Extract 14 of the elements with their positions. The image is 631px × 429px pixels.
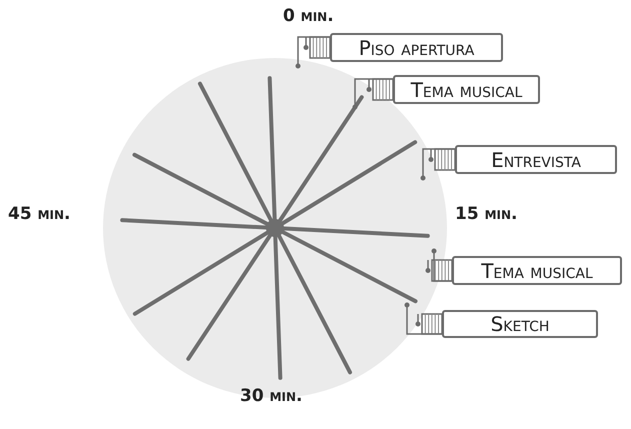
leader-line (296, 36, 331, 68)
label-box: Tema musical (452, 256, 622, 285)
time-label: 15 min. (455, 204, 518, 224)
label-box: Tema musical (393, 75, 540, 104)
leader-line (404, 302, 443, 335)
leader-line (420, 148, 456, 180)
leader-line (426, 248, 453, 282)
label-box: Sketch (442, 310, 598, 338)
time-label: 0 min. (283, 6, 334, 26)
time-label: 45 min. (8, 204, 70, 224)
time-label: 30 min. (240, 386, 302, 406)
label-box: Entrevista (455, 145, 617, 174)
label-box: Piso apertura (330, 33, 503, 62)
leader-line (352, 78, 394, 110)
